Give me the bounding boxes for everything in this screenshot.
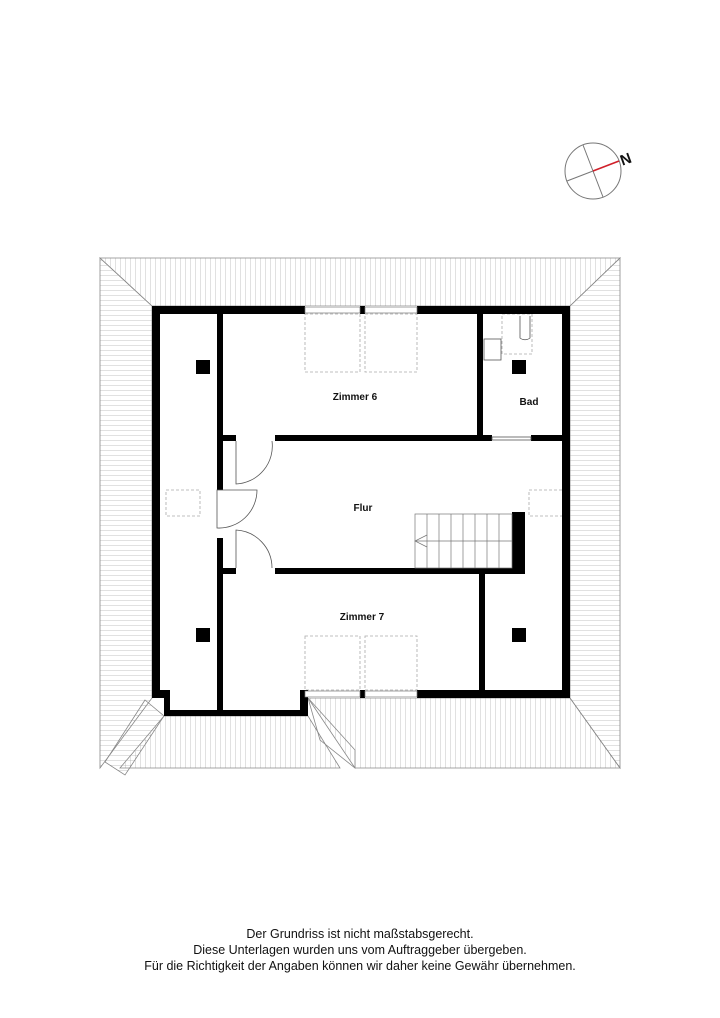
windows — [304, 306, 418, 698]
door-bad[interactable] — [491, 436, 532, 441]
room-label-zimmer7: Zimmer 7 — [340, 612, 385, 623]
door-zimmer7[interactable] — [235, 529, 273, 569]
sink — [483, 338, 502, 361]
chimney — [512, 360, 526, 374]
skylight — [165, 489, 201, 517]
skylight — [364, 313, 418, 373]
chimney — [512, 628, 526, 642]
compass-needle-north — [592, 160, 620, 172]
disclaimer-line-2: Diese Unterlagen wurden uns vom Auftragg… — [193, 943, 527, 957]
room-label-bad: Bad — [520, 397, 539, 408]
skylight — [364, 635, 418, 691]
doors — [216, 316, 532, 569]
roof-right — [569, 257, 621, 770]
room-label-flur: Flur — [354, 503, 373, 514]
disclaimer: Der Grundriss ist nicht maßstabsgerecht.… — [0, 926, 720, 974]
door-zimmer6[interactable] — [235, 440, 273, 485]
floor-area — [152, 306, 570, 716]
roof-outline — [98, 257, 621, 776]
arrow-icon — [414, 534, 428, 548]
roof-top — [98, 257, 621, 307]
room-label-zimmer6: Zimmer 6 — [333, 392, 378, 403]
staircase[interactable] — [414, 513, 513, 569]
dormer-left — [104, 699, 165, 776]
skylight — [304, 313, 361, 373]
disclaimer-line-3: Für die Richtigkeit der Angaben können w… — [144, 959, 576, 973]
toilet — [519, 316, 531, 341]
walls — [152, 306, 570, 716]
skylight — [304, 635, 361, 691]
compass: N — [564, 142, 634, 200]
chimney — [196, 628, 210, 642]
chimney — [196, 360, 210, 374]
disclaimer-line-1: Der Grundriss ist nicht maßstabsgerecht. — [246, 927, 474, 941]
door-storage-left[interactable] — [216, 489, 258, 529]
roof-left — [99, 257, 153, 770]
